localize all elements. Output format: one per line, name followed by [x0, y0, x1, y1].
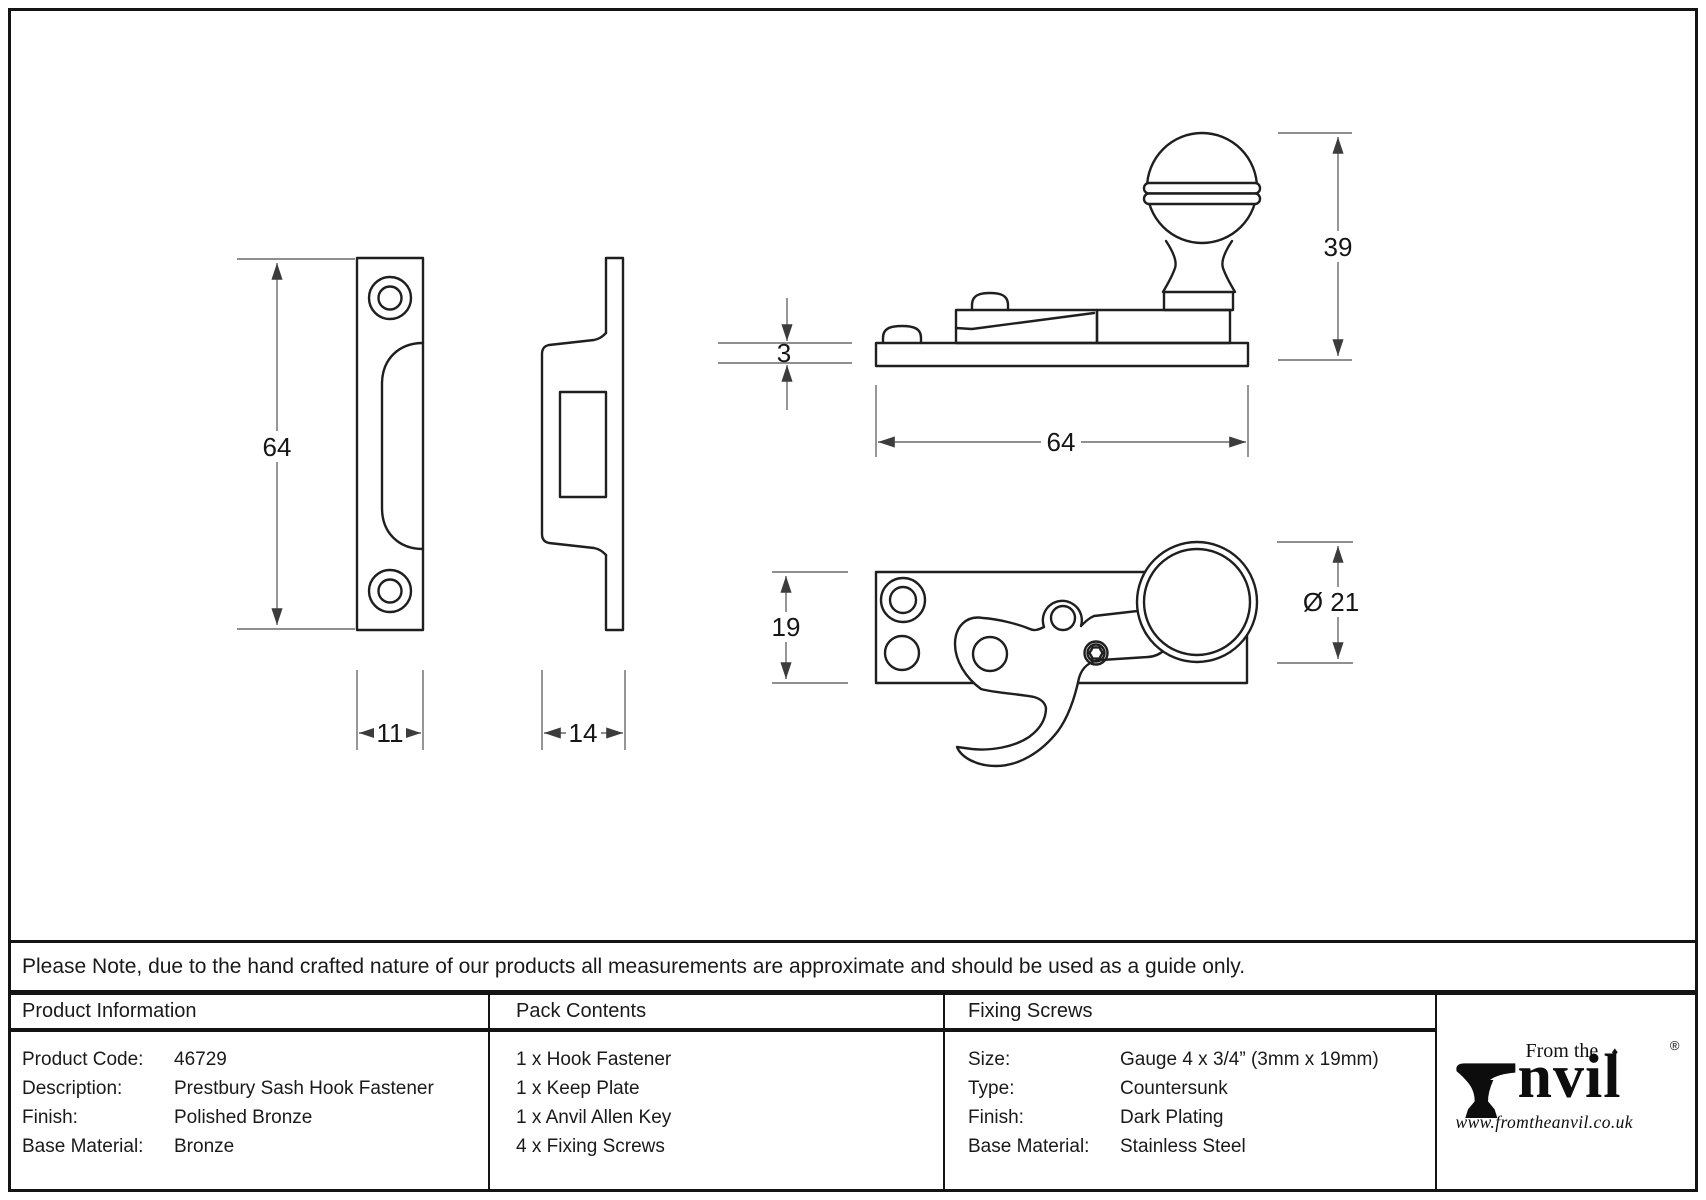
dim-knob-diameter-label: Ø 21 — [1303, 587, 1359, 617]
technical-drawing: 64 11 14 3 39 — [237, 131, 1365, 768]
row-value: Prestbury Sash Hook Fastener — [174, 1078, 434, 1099]
note-text: Please Note, due to the hand crafted nat… — [22, 954, 1246, 978]
fixing-screws-rows: Size: Gauge 4 x 3/4” (3mm x 19mm) Type: … — [945, 1032, 1435, 1161]
dimension-keep-width: 11 — [356, 670, 424, 750]
keep-plate-side-view — [540, 256, 625, 632]
diamond-icon: ♦ — [1611, 1044, 1619, 1059]
product-information-column: Product Information Product Code: 46729 … — [8, 995, 490, 1189]
dim-keep-depth-label: 14 — [569, 718, 598, 748]
dimension-base-thickness: 3 — [718, 298, 852, 410]
hook-fastener-front-view — [874, 540, 1259, 768]
row-label: Size: — [968, 1049, 1011, 1070]
row-label: Description: — [22, 1078, 123, 1099]
logo-brand-text: nvil — [1517, 1043, 1622, 1111]
fixing-screws-header: Fixing Screws — [945, 995, 1435, 1032]
dimension-plate-height: 19 — [769, 571, 848, 684]
row-value: Stainless Steel — [1120, 1136, 1246, 1157]
note-strip: Please Note, due to the hand crafted nat… — [8, 940, 1698, 995]
anvil-logo-icon — [1455, 1063, 1515, 1118]
registered-mark: ® — [1669, 1038, 1680, 1053]
keep-plate-front-view — [355, 256, 425, 632]
row-value: Dark Plating — [1120, 1107, 1224, 1128]
list-item: 1 x Hook Fastener — [516, 1049, 672, 1070]
row-value: Polished Bronze — [174, 1107, 313, 1128]
hook-lever — [953, 599, 1173, 768]
row-value: 46729 — [174, 1049, 227, 1070]
row-label: Type: — [968, 1078, 1015, 1099]
row-label: Base Material: — [22, 1136, 144, 1157]
row-label: Finish: — [22, 1107, 78, 1128]
row-value: Countersunk — [1120, 1078, 1228, 1099]
product-information-rows: Product Code: 46729 Description: Prestbu… — [8, 1032, 488, 1161]
pack-contents-header: Pack Contents — [490, 995, 943, 1032]
dim-keep-height-label: 64 — [263, 432, 292, 462]
dimension-fastener-length: 64 — [875, 385, 1249, 457]
row-label: Finish: — [968, 1107, 1024, 1128]
logo-url: www.fromtheanvil.co.uk — [1455, 1112, 1633, 1132]
from-the-anvil-logo: From the ♦ nvil ® www.fromtheanvil.co.uk — [1454, 1038, 1682, 1136]
brand-cell: From the ♦ nvil ® www.fromtheanvil.co.uk — [1437, 995, 1698, 1189]
dimension-fastener-height: 39 — [1278, 132, 1358, 361]
dimension-knob-diameter: Ø 21 — [1277, 541, 1365, 664]
dim-fastener-height-label: 39 — [1324, 232, 1353, 262]
fixing-screws-column: Fixing Screws Size: Gauge 4 x 3/4” (3mm … — [945, 995, 1437, 1189]
row-label: Product Code: — [22, 1049, 144, 1070]
row-value: Bronze — [174, 1136, 235, 1157]
row-label: Base Material: — [968, 1136, 1090, 1157]
dim-base-thickness-label: 3 — [777, 338, 791, 368]
product-information-header: Product Information — [8, 995, 488, 1032]
dim-fastener-length-label: 64 — [1047, 427, 1076, 457]
pack-contents-column: Pack Contents 1 x Hook Fastener 1 x Keep… — [490, 995, 945, 1189]
dim-plate-height-label: 19 — [772, 612, 801, 642]
row-value: Gauge 4 x 3/4” (3mm x 19mm) — [1120, 1049, 1379, 1070]
hook-fastener-side-view — [874, 131, 1262, 368]
list-item: 4 x Fixing Screws — [516, 1136, 665, 1157]
list-item: 1 x Keep Plate — [516, 1078, 640, 1099]
dim-keep-width-label: 11 — [377, 718, 404, 748]
dimension-keep-depth: 14 — [541, 670, 626, 750]
spec-table: Product Information Product Code: 46729 … — [8, 995, 1698, 1189]
knob-circle — [1135, 540, 1259, 664]
list-item: 1 x Anvil Allen Key — [516, 1107, 672, 1128]
pack-contents-list: 1 x Hook Fastener 1 x Keep Plate 1 x Anv… — [490, 1032, 943, 1161]
dimension-keep-height: 64 — [237, 258, 355, 630]
logo-tagline: From the — [1525, 1040, 1599, 1062]
